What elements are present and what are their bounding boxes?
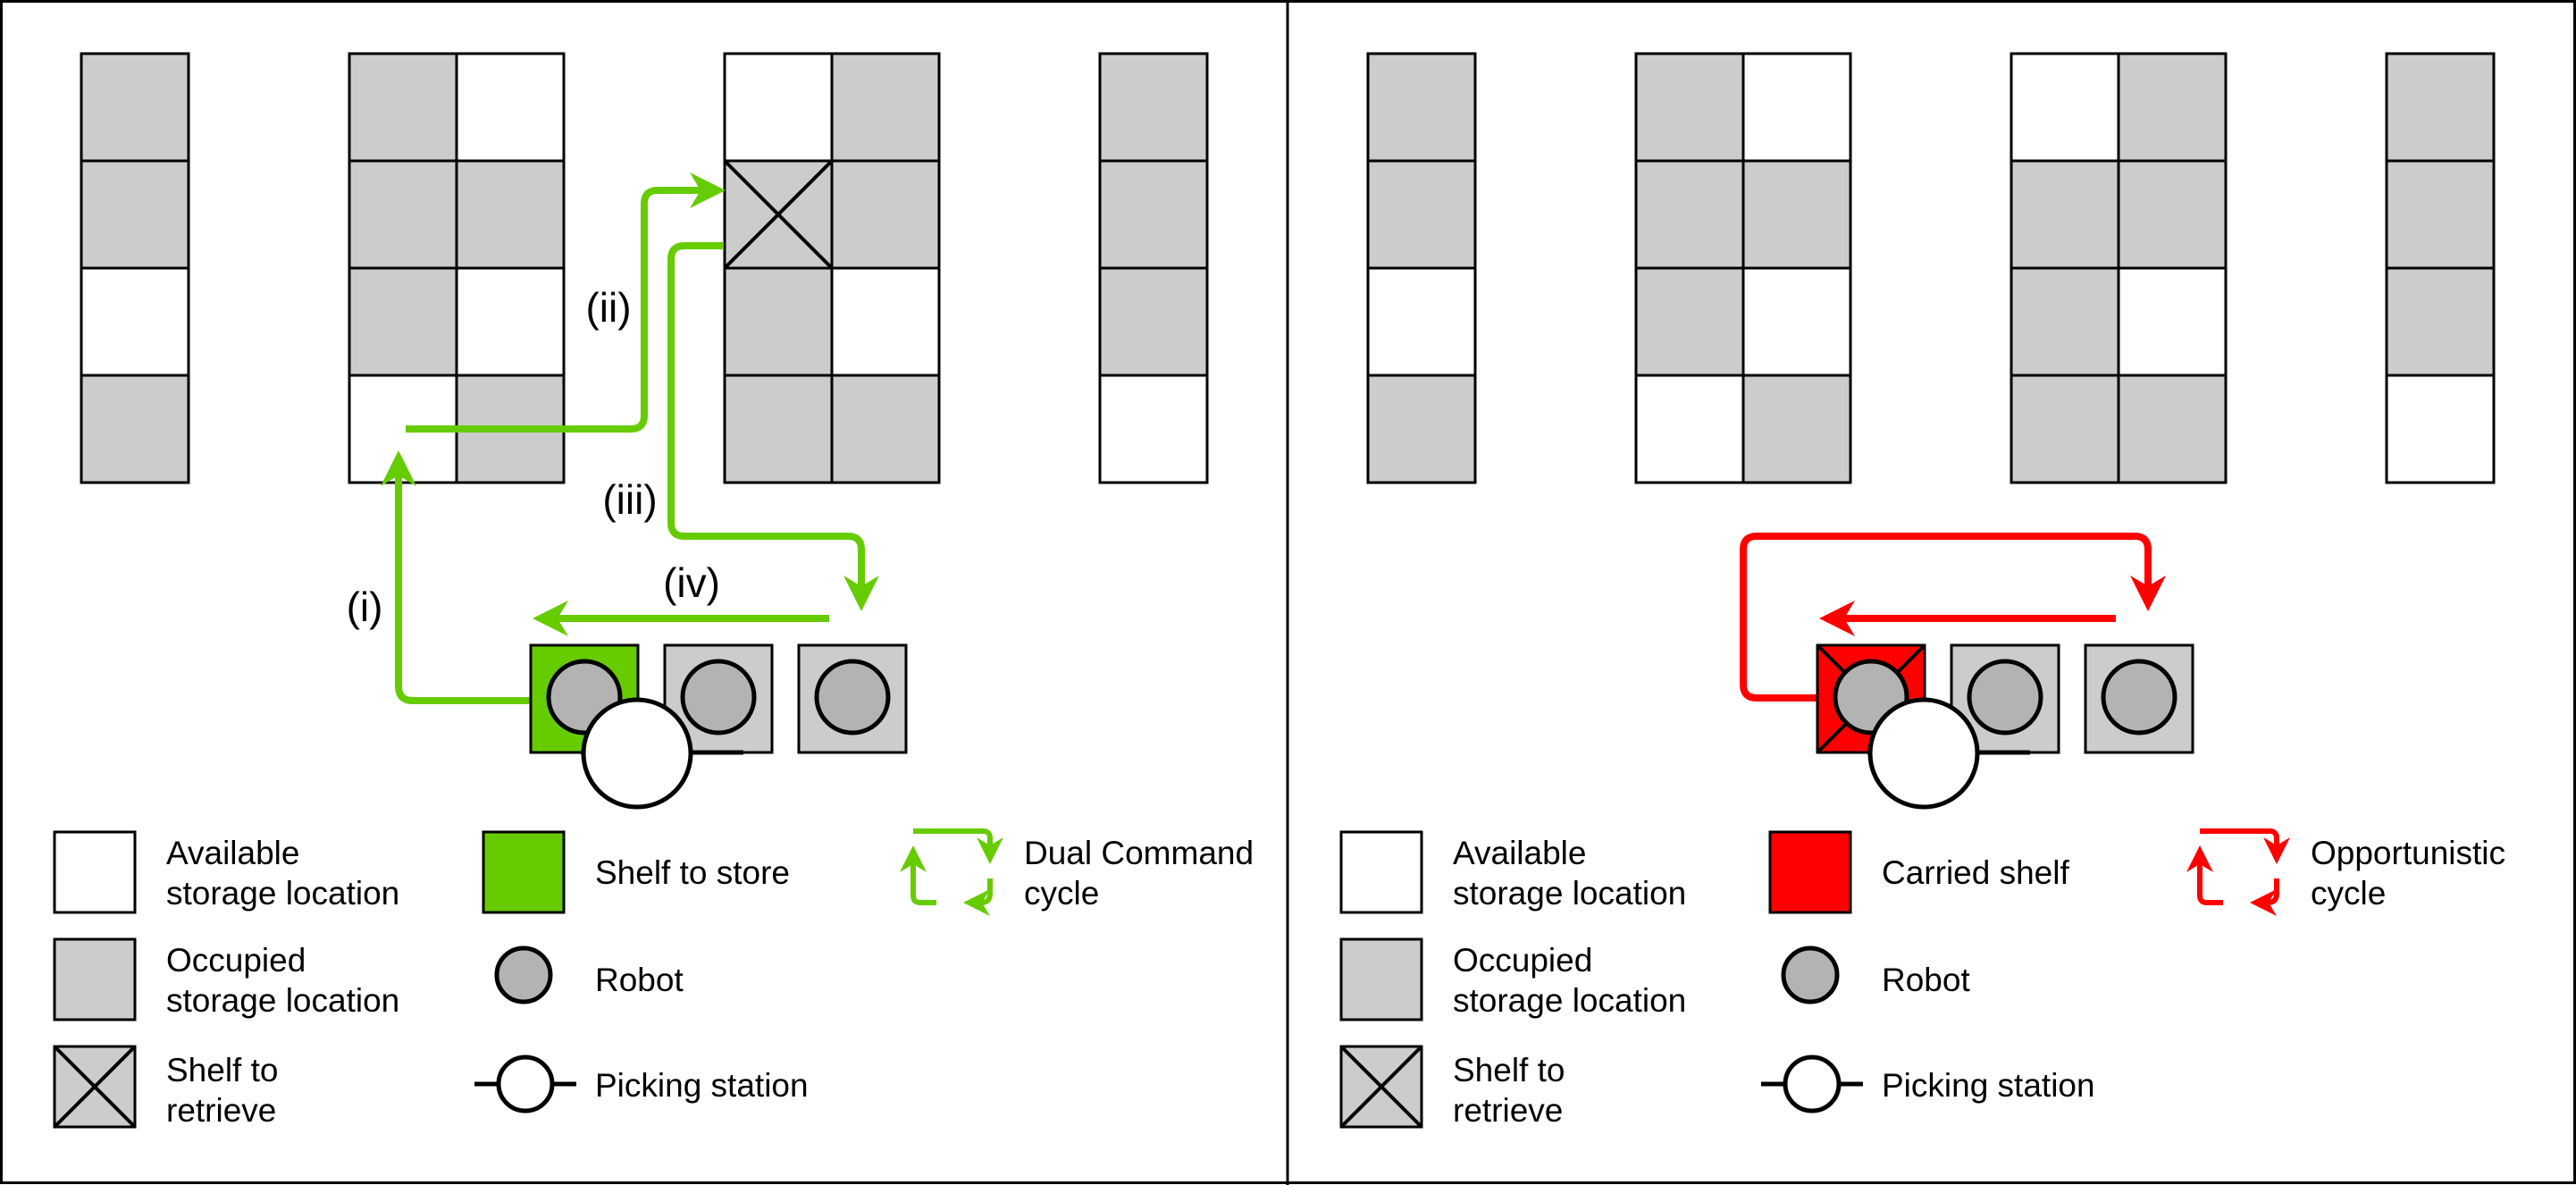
storage-cell-available xyxy=(1741,52,1852,163)
storage-cell-available xyxy=(2385,374,2496,484)
storage-cell-occupied xyxy=(2010,374,2120,484)
opportunistic-cycle-icon xyxy=(2186,828,2290,916)
storage-cell-occupied xyxy=(830,159,941,270)
storage-cell-occupied xyxy=(1366,52,1477,163)
storage-cell-available xyxy=(830,266,941,377)
storage-cell-occupied xyxy=(1098,266,1209,377)
storage-cell-occupied xyxy=(723,374,834,484)
storage-cell-occupied xyxy=(348,52,458,163)
storage-cell-occupied xyxy=(1634,159,1745,270)
storage-cell-occupied xyxy=(80,52,190,163)
storage-cell-occupied xyxy=(1366,374,1477,484)
robot-icon xyxy=(814,659,891,735)
storage-cell-occupied xyxy=(830,52,941,163)
legend-retrieve-swatch xyxy=(1339,1045,1423,1129)
dual-command-path xyxy=(381,172,879,704)
step-label-ii: (ii) xyxy=(585,284,631,331)
right-pick-area xyxy=(1816,643,2194,810)
legend-picking-station-icon xyxy=(496,1055,555,1114)
legend-carried-shelf-swatch xyxy=(1768,830,1852,914)
legend-shelf-label: Carried shelf xyxy=(1882,854,2069,891)
storage-cell-occupied xyxy=(1741,374,1852,484)
left-shelf-to-retrieve xyxy=(723,159,834,270)
storage-cell-available xyxy=(455,266,566,377)
storage-cell-occupied xyxy=(1634,52,1745,163)
robot-icon xyxy=(680,659,757,735)
storage-cell-available xyxy=(2117,266,2228,377)
step-label-i: (i) xyxy=(347,584,383,630)
legend-available-swatch xyxy=(1339,830,1423,914)
storage-cell-occupied xyxy=(2385,52,2496,163)
storage-cell-occupied xyxy=(1098,52,1209,163)
robot-icon xyxy=(2101,659,2177,735)
legend-picking-station-label: Picking station xyxy=(595,1067,809,1104)
picking-station-icon xyxy=(1867,697,1980,810)
legend-robot-label: Robot xyxy=(1882,962,1970,998)
legend-shelf-swatch xyxy=(482,830,566,914)
dual-command-cycle-icon xyxy=(900,828,1003,916)
storage-cell-available xyxy=(1741,266,1852,377)
storage-cell-occupied xyxy=(2117,52,2228,163)
storage-cell-occupied xyxy=(348,266,458,377)
legend-picking-station-label: Picking station xyxy=(1882,1067,2095,1104)
storage-cell-available xyxy=(2010,52,2120,163)
storage-cell-available xyxy=(455,52,566,163)
legend-retrieve-swatch xyxy=(53,1045,137,1129)
legend-shelf-label: Shelf to store xyxy=(595,854,790,891)
storage-cell-available xyxy=(80,266,190,377)
storage-cell-occupied xyxy=(1098,159,1209,270)
path-step-iii xyxy=(667,242,879,611)
storage-cell-occupied xyxy=(2385,159,2496,270)
legend-robot-icon xyxy=(1781,945,1840,1004)
storage-cell-available xyxy=(723,52,834,163)
storage-cell-occupied xyxy=(1634,266,1745,377)
storage-cell-occupied xyxy=(2117,159,2228,270)
storage-cell-occupied xyxy=(80,374,190,484)
legend-robot-label: Robot xyxy=(595,962,684,998)
step-label-iv: (iv) xyxy=(663,559,720,606)
storage-cell-available xyxy=(1634,374,1745,484)
path-step-ii xyxy=(406,172,726,433)
storage-cell-occupied xyxy=(2117,374,2228,484)
left-pick-area xyxy=(529,643,908,810)
storage-cell-occupied xyxy=(348,159,458,270)
right-storage-grid xyxy=(1366,52,2496,484)
legend-occupied-swatch xyxy=(53,937,137,1021)
storage-cell-available xyxy=(1366,266,1477,377)
legend-robot-icon xyxy=(494,945,553,1004)
storage-cell-occupied xyxy=(80,159,190,270)
robot-icon xyxy=(1967,659,2043,735)
storage-cell-occupied xyxy=(1366,159,1477,270)
opportunistic-path xyxy=(1740,533,2166,702)
opportunistic-loop xyxy=(1740,533,2166,702)
legend-picking-station-icon xyxy=(1783,1055,1842,1114)
storage-cell-occupied xyxy=(455,159,566,270)
legend-available-swatch xyxy=(53,830,137,914)
storage-cell-occupied xyxy=(2010,159,2120,270)
storage-cell-occupied xyxy=(830,374,941,484)
storage-cell-occupied xyxy=(723,266,834,377)
storage-cell-occupied xyxy=(2010,266,2120,377)
legend-occupied-swatch xyxy=(1339,937,1423,1021)
storage-cell-occupied xyxy=(2385,266,2496,377)
step-label-iii: (iii) xyxy=(602,476,657,523)
path-step-i xyxy=(381,450,531,704)
storage-cell-available xyxy=(1098,374,1209,484)
storage-cell-occupied xyxy=(1741,159,1852,270)
picking-station-icon xyxy=(581,697,693,810)
